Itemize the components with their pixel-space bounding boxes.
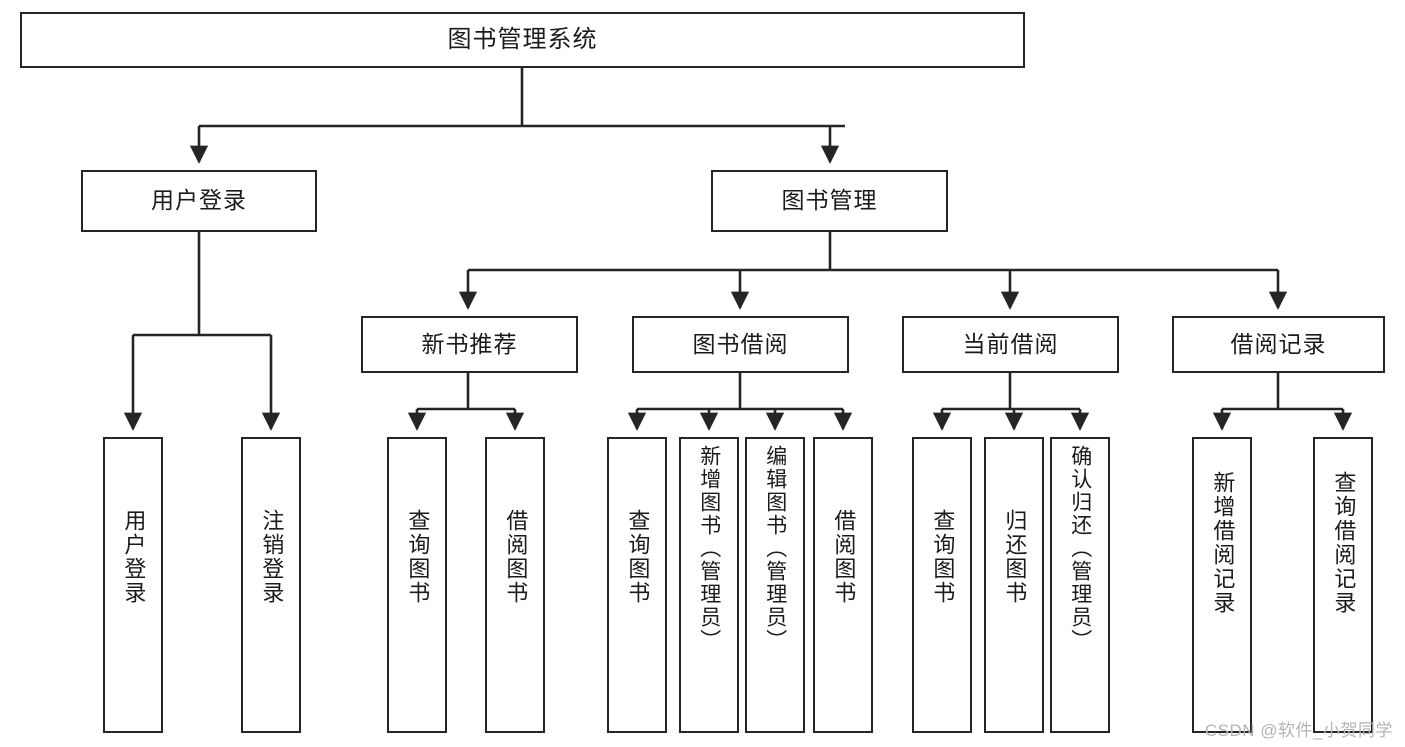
leaf-label: 用户登录 <box>121 509 147 605</box>
leaf-node-borrow-book[interactable]: 借阅图书 <box>813 437 873 733</box>
leaf-label: 查询图书 <box>405 509 431 605</box>
node-new-book-recommend[interactable]: 新书推荐 <box>361 316 578 373</box>
csdn-watermark: CSDN @软件_小贺同学 <box>1204 721 1393 740</box>
edge-current-to-leaves <box>932 373 1090 431</box>
leaf-label: 借阅图书 <box>503 509 529 605</box>
leaf-node-query-book-borrow[interactable]: 查询图书 <box>607 437 667 733</box>
leaf-node-user-login[interactable]: 用户登录 <box>103 437 163 733</box>
edge-record-to-leaves <box>1212 373 1353 431</box>
leaf-node-add-borrow-record[interactable]: 新增借阅记录 <box>1192 437 1252 733</box>
leaf-label: 新增借阅记录 <box>1210 471 1236 615</box>
leaf-node-confirm-return-admin[interactable]: 确认归还（管理员） <box>1050 437 1110 733</box>
leaf-node-add-book-admin[interactable]: 新增图书（管理员） <box>679 437 739 733</box>
leaf-label: 编辑图书（管理员） <box>763 445 787 652</box>
leaf-node-query-book-newbook[interactable]: 查询图书 <box>387 437 447 733</box>
leaf-label: 归还图书 <box>1002 509 1028 605</box>
leaf-node-query-book-current[interactable]: 查询图书 <box>912 437 972 733</box>
node-root-label: 图书管理系统 <box>447 25 598 53</box>
leaf-node-logout[interactable]: 注销登录 <box>241 437 301 733</box>
node-root-system[interactable]: 图书管理系统 <box>20 12 1025 68</box>
node-book-borrow-label: 图书借阅 <box>692 330 789 357</box>
node-book-borrow[interactable]: 图书借阅 <box>632 316 849 373</box>
leaf-node-return-book[interactable]: 归还图书 <box>984 437 1044 733</box>
edge-borrow-to-leaves <box>627 373 853 431</box>
node-borrow-record-label: 借阅记录 <box>1230 330 1327 357</box>
node-new-book-recommend-label: 新书推荐 <box>421 330 518 357</box>
edge-newbook-to-leaves <box>407 373 525 431</box>
node-user-login-label: 用户登录 <box>151 187 247 214</box>
leaf-label: 查询图书 <box>930 509 956 605</box>
leaf-label: 新增图书（管理员） <box>697 445 721 652</box>
leaf-node-edit-book-admin[interactable]: 编辑图书（管理员） <box>745 437 805 733</box>
leaf-label: 查询借阅记录 <box>1331 471 1357 615</box>
edge-login-to-leaves <box>123 232 281 431</box>
leaf-label: 注销登录 <box>259 509 285 605</box>
leaf-label: 查询图书 <box>625 509 651 605</box>
leaf-node-borrow-book-newbook[interactable]: 借阅图书 <box>485 437 545 733</box>
node-current-borrow-label: 当前借阅 <box>962 330 1059 357</box>
leaf-label: 确认归还（管理员） <box>1068 445 1092 652</box>
leaf-label: 借阅图书 <box>831 509 857 605</box>
edge-bookmgmt-to-level3 <box>458 232 1288 310</box>
node-borrow-record[interactable]: 借阅记录 <box>1172 316 1385 373</box>
node-book-management-label: 图书管理 <box>781 187 878 214</box>
node-current-borrow[interactable]: 当前借阅 <box>902 316 1119 373</box>
edge-root-to-level2 <box>189 68 845 164</box>
node-user-login[interactable]: 用户登录 <box>81 170 317 232</box>
node-book-management[interactable]: 图书管理 <box>711 170 948 232</box>
leaf-node-query-borrow-record[interactable]: 查询借阅记录 <box>1313 437 1373 733</box>
